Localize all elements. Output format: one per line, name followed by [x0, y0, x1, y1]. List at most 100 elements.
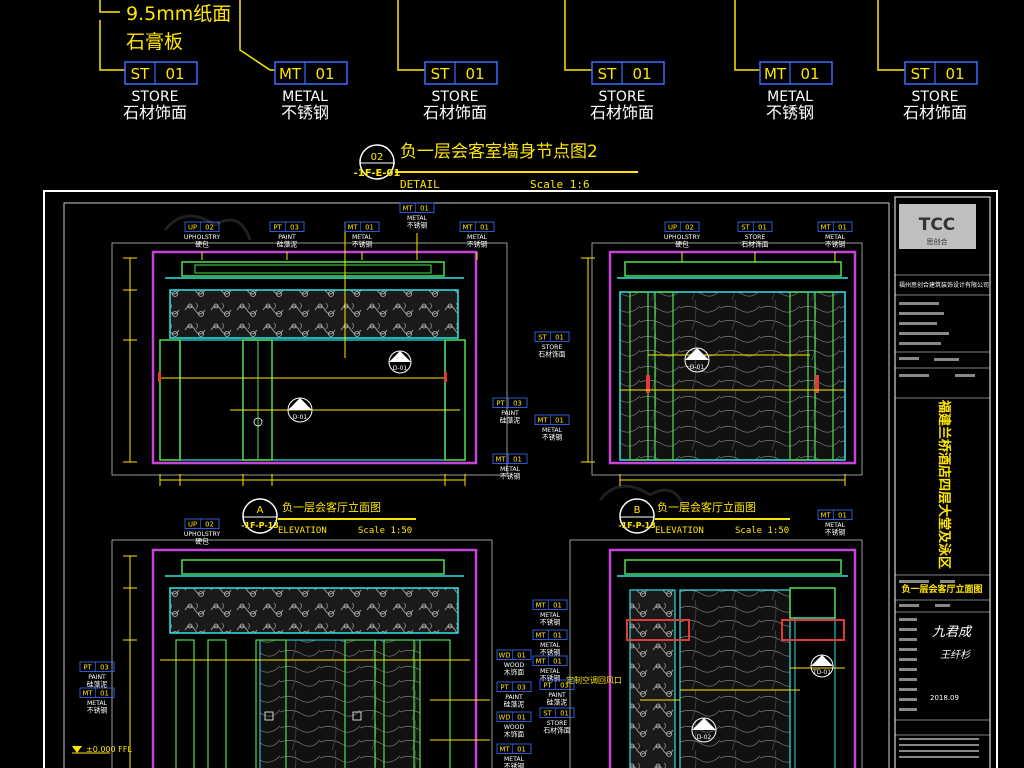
- svg-text:TD-01: TD-01: [812, 669, 831, 676]
- svg-text:D-02: D-02: [697, 734, 712, 741]
- elev-b-stone-panel: [619, 291, 846, 461]
- callout-cn: 不锈钢: [825, 527, 846, 536]
- callout-box: [459, 221, 495, 232]
- detail-title: 02 -1F-E-01 负一层会客室墙身节点图2 DETAIL Scale 1:…: [354, 142, 638, 191]
- top-callout-num: 01: [165, 65, 184, 83]
- callout-num: 03: [100, 663, 109, 671]
- callout-en: METAL: [504, 756, 525, 763]
- callout-cn: 不锈钢: [825, 239, 846, 248]
- callout-code: UP: [188, 223, 197, 231]
- callout-en: METAL: [540, 668, 561, 675]
- floor-level-mark: ±0.000 FFL: [72, 745, 132, 754]
- callout-box: [344, 221, 380, 232]
- top-callout-code: ST: [911, 65, 931, 83]
- callout-en: METAL: [87, 700, 108, 707]
- svg-text:B: B: [634, 505, 641, 516]
- elev-b-detail-marker: D-01: [684, 347, 710, 373]
- top-callout-cn: 石材饰面: [903, 103, 967, 122]
- callout-code: MT: [535, 631, 546, 639]
- callout-cn: 硅藻泥: [547, 697, 568, 706]
- top-callout-num: 01: [315, 65, 334, 83]
- callout-en: PAINT: [505, 694, 523, 701]
- callout-box: [399, 202, 435, 213]
- detail-num: 02: [371, 152, 384, 163]
- callout-num: 03: [290, 223, 299, 231]
- callout-code: PT: [273, 223, 282, 231]
- elev-c-wall-outline: [151, 548, 478, 768]
- callout-num: 01: [553, 601, 562, 609]
- callout-code: MT: [402, 204, 413, 212]
- elev-a-floral-panel: [169, 289, 459, 339]
- company-name: 福州思创合建筑装饰设计有限公司: [899, 281, 989, 289]
- callout-en: METAL: [540, 642, 561, 649]
- svg-text:D-01: D-01: [690, 364, 705, 371]
- elev-d-marker-d02: D-02: [691, 717, 717, 743]
- callout-en: UPHOLSTRY: [664, 234, 700, 241]
- top-callout-num: 01: [465, 65, 484, 83]
- callout-box: [817, 509, 853, 520]
- svg-text:D-01: D-01: [293, 414, 308, 421]
- callout-code: PT: [543, 681, 552, 689]
- top-note-line1: 9.5mm纸面: [126, 3, 231, 25]
- callout-en: WOOD: [504, 724, 525, 731]
- callout-en: UPHOLSTRY: [184, 531, 220, 538]
- svg-text:-1F-P-13: -1F-P-13: [241, 521, 279, 530]
- top-callout-num: 01: [945, 65, 964, 83]
- callout-code: MT: [462, 223, 473, 231]
- callout-box: [532, 599, 568, 610]
- top-callout-num: 01: [632, 65, 651, 83]
- drawing-date: 2018.09: [930, 694, 959, 702]
- callout-en: METAL: [825, 522, 846, 529]
- callout-num: 01: [420, 204, 429, 212]
- company-logo-sub: 思创合: [927, 237, 948, 246]
- callout-code: MT: [499, 745, 510, 753]
- elev-d-marker-td01: TD-01: [810, 654, 834, 678]
- callout-box: [532, 629, 568, 640]
- callout-num: 01: [553, 631, 562, 639]
- svg-text:负一层会客厅立面图: 负一层会客厅立面图: [657, 500, 756, 514]
- top-callout-code: ST: [431, 65, 451, 83]
- callout-num: 02: [205, 520, 214, 528]
- drawing-title: 负一层会客厅立面图: [901, 583, 982, 595]
- svg-text:ELEVATION: ELEVATION: [655, 526, 704, 536]
- svg-text:A: A: [257, 505, 264, 516]
- callout-code: ST: [538, 333, 547, 341]
- callout-box: [539, 707, 575, 718]
- callout-code: PT: [83, 663, 92, 671]
- sheet-inner-frame: [63, 202, 890, 768]
- elev-d-wall-outline: [608, 548, 857, 768]
- project-name-vertical: 福建兰桥酒店四层大堂及泳区: [936, 399, 952, 569]
- callout-code: ST: [741, 223, 750, 231]
- callout-num: 01: [517, 651, 526, 659]
- signature-2: 王纤杉: [940, 649, 971, 661]
- callout-code: MT: [820, 223, 831, 231]
- callout-en: METAL: [500, 466, 521, 473]
- callout-cn: 不锈钢: [542, 432, 563, 441]
- callout-en: METAL: [825, 234, 846, 241]
- top-callout-cn: 不锈钢: [766, 103, 814, 122]
- callout-box: [496, 649, 532, 660]
- callout-cn: 硬包: [195, 536, 209, 545]
- callout-box: [492, 453, 528, 464]
- callout-code: PT: [500, 683, 509, 691]
- elev-b-wall-outline: [608, 250, 857, 465]
- svg-text:Scale 1:50: Scale 1:50: [735, 526, 789, 536]
- callout-code: MT: [820, 511, 831, 519]
- callout-num: 01: [513, 455, 522, 463]
- elev-a-title: A -1F-P-13 负一层会客厅立面图 ELEVATION Scale 1:5…: [241, 498, 416, 536]
- callout-cn: 石材饰面: [741, 239, 768, 248]
